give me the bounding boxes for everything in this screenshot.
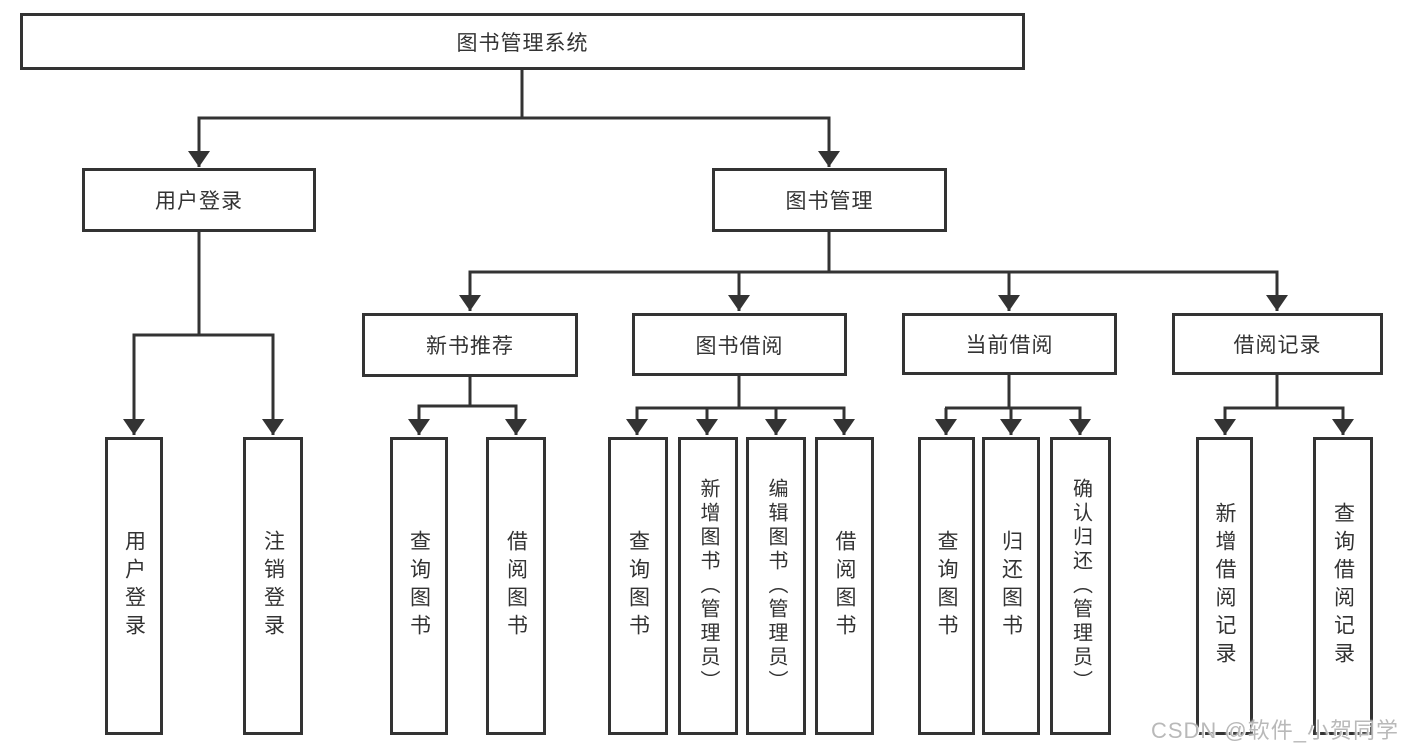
node-borrow-record-label: 借阅记录 — [1233, 334, 1322, 357]
connector-book-mgmt-trunk — [468, 232, 1279, 274]
node-root-label: 图书管理系统 — [456, 31, 589, 55]
node-root: 图书管理系统 — [20, 13, 1025, 70]
node-new-book-label: 新书推荐 — [426, 335, 514, 358]
leaf-confirm-return: 确认归还（管理员） — [1050, 437, 1111, 735]
leaf-return-book: 归还图书 — [982, 437, 1040, 735]
connector-root-trunk — [197, 70, 831, 120]
leaf-add-book-label: 新增图书（管理员） — [697, 478, 719, 694]
connector-user-login-trunk — [132, 232, 275, 337]
leaf-add-borrow-record: 新增借阅记录 — [1196, 437, 1253, 735]
leaf-borrow-book-2: 借阅图书 — [815, 437, 874, 735]
leaf-query-book-3: 查询图书 — [918, 437, 975, 735]
leaf-borrow-book-1: 借阅图书 — [486, 437, 546, 735]
leaf-query-book-2: 查询图书 — [608, 437, 668, 735]
leaf-query-book-2-label: 查询图书 — [626, 530, 650, 642]
leaf-query-book-1-label: 查询图书 — [407, 530, 431, 642]
connector-book-borrow-trunk — [635, 376, 846, 410]
node-book-mgmt-label: 图书管理 — [785, 190, 874, 213]
node-user-login-label: 用户登录 — [155, 190, 243, 213]
leaf-query-borrow-record: 查询借阅记录 — [1313, 437, 1373, 735]
leaf-edit-book: 编辑图书（管理员） — [746, 437, 806, 735]
node-user-login: 用户登录 — [82, 168, 316, 232]
node-book-mgmt: 图书管理 — [712, 168, 947, 232]
node-new-book: 新书推荐 — [362, 313, 578, 377]
leaf-return-book-label: 归还图书 — [999, 530, 1023, 642]
csdn-watermark: CSDN @软件_小贺同学 — [1150, 718, 1399, 743]
leaf-logout-label: 注销登录 — [261, 530, 285, 642]
leaf-query-book-1: 查询图书 — [390, 437, 448, 735]
node-current-borrow-label: 当前借阅 — [965, 334, 1054, 357]
node-current-borrow: 当前借阅 — [902, 313, 1117, 375]
leaf-borrow-book-2-label: 借阅图书 — [833, 530, 856, 642]
leaf-query-book-3-label: 查询图书 — [935, 530, 958, 642]
leaf-logout: 注销登录 — [243, 437, 303, 735]
node-book-borrow: 图书借阅 — [632, 313, 847, 376]
leaf-add-book: 新增图书（管理员） — [678, 437, 738, 735]
node-book-borrow-label: 图书借阅 — [695, 334, 784, 358]
leaf-borrow-book-1-label: 借阅图书 — [504, 530, 528, 642]
connector-borrow-record-trunk — [1223, 375, 1345, 410]
connector-new-book-trunk — [417, 377, 518, 408]
node-borrow-record: 借阅记录 — [1172, 313, 1383, 375]
leaf-edit-book-label: 编辑图书（管理员） — [765, 478, 787, 694]
leaf-user-login-label: 用户登录 — [122, 530, 146, 642]
leaf-query-borrow-record-label: 查询借阅记录 — [1331, 502, 1355, 670]
connector-current-borrow-trunk — [945, 375, 1082, 410]
leaf-confirm-return-label: 确认归还（管理员） — [1069, 478, 1092, 694]
leaf-add-borrow-record-label: 新增借阅记录 — [1213, 502, 1236, 670]
leaf-user-login: 用户登录 — [105, 437, 163, 735]
